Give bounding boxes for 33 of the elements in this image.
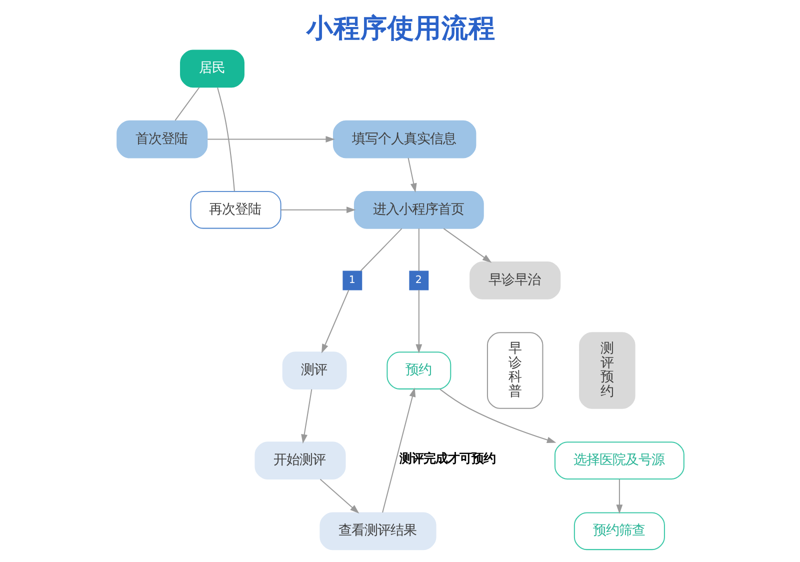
connector (174, 87, 200, 121)
arrow (616, 479, 622, 514)
node-box: 2 (408, 270, 428, 290)
connector (360, 228, 402, 272)
arrow (280, 206, 356, 214)
node-box: 居民 (180, 50, 244, 88)
node-box: 1 (342, 270, 362, 290)
diagram-title: 小程序使用流程 (306, 12, 495, 44)
node-box: 早诊早治 (469, 262, 560, 300)
arrow (415, 290, 422, 354)
node-box: 开始测评 (254, 442, 346, 480)
arrow (382, 388, 416, 513)
node-box: 查看测评结果 (319, 512, 436, 550)
connector (418, 228, 419, 272)
node-box: 测评 (282, 352, 346, 390)
arrow (319, 478, 359, 514)
node-box: 进入小程序首页 (353, 190, 484, 229)
node-box: 再次登陆 (190, 190, 281, 229)
node-box: 预约筛查 (573, 512, 664, 550)
node-box: 填写个人真实信息 (332, 120, 476, 158)
arrow (439, 388, 556, 444)
edge-label: 测评完成才可预约 (398, 452, 495, 466)
arrow (207, 136, 334, 143)
node-box: 测评预约 (578, 332, 635, 409)
arrow (321, 290, 349, 354)
arrow (442, 228, 492, 263)
arrow (407, 158, 416, 193)
node-box: 早诊科普 (486, 332, 543, 409)
node-box: 首次登陆 (116, 120, 208, 158)
connector (216, 87, 234, 192)
arrow (300, 389, 312, 444)
node-box: 预约 (386, 352, 451, 390)
node-box: 选择医院及号源 (554, 442, 684, 480)
